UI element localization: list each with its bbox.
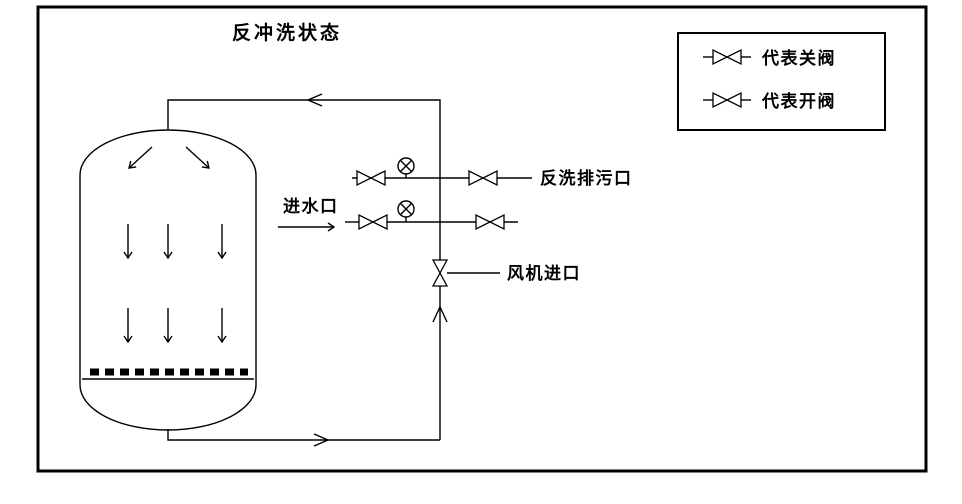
legend-box — [677, 32, 886, 131]
filter-tank — [79, 129, 257, 431]
legend-item-open-valve: 代表开阀 — [703, 91, 836, 111]
flow-arrow-right-icon — [313, 433, 330, 447]
pipe-bottom — [167, 429, 440, 441]
tank-flow-arrows — [123, 146, 227, 344]
closed-valve-icon — [712, 48, 742, 66]
legend-open-valve-label: 代表开阀 — [761, 91, 836, 111]
flow-meter-upper-icon — [397, 157, 415, 175]
water-inlet-label: 进水口 — [283, 196, 339, 216]
legend-closed-valve-label: 代表关阀 — [761, 48, 836, 68]
backwash-drain-closed-valve-icon — [356, 169, 386, 187]
pipe-top-and-vertical — [167, 99, 441, 260]
diagram-title: 反冲洗状态 — [232, 21, 342, 44]
flow-arrow-left-icon — [306, 93, 323, 107]
diagram-border — [36, 5, 928, 473]
flow-arrow-up-icon — [432, 305, 448, 323]
backwash-drain-open-valve-icon — [468, 169, 498, 187]
open-valve-icon — [712, 91, 742, 109]
water-inlet-closed-valve-icon — [475, 213, 505, 231]
tank-flow-arrow — [128, 146, 153, 169]
backwash-drain-label: 反洗排污口 — [540, 168, 633, 188]
flow-meter-lower-icon — [397, 200, 415, 218]
flow-direction-arrows — [306, 93, 448, 447]
legend: 代表关阀 代表开阀 — [677, 32, 886, 131]
water-inlet-open-valve-icon — [358, 213, 388, 231]
pipes — [167, 99, 532, 441]
legend-item-closed-valve: 代表关阀 — [703, 48, 836, 68]
tank-outline — [79, 129, 257, 431]
fan-inlet-label: 风机进口 — [507, 263, 581, 283]
tank-flow-arrow — [185, 146, 210, 169]
fan-inlet-open-valve-icon — [431, 259, 449, 287]
